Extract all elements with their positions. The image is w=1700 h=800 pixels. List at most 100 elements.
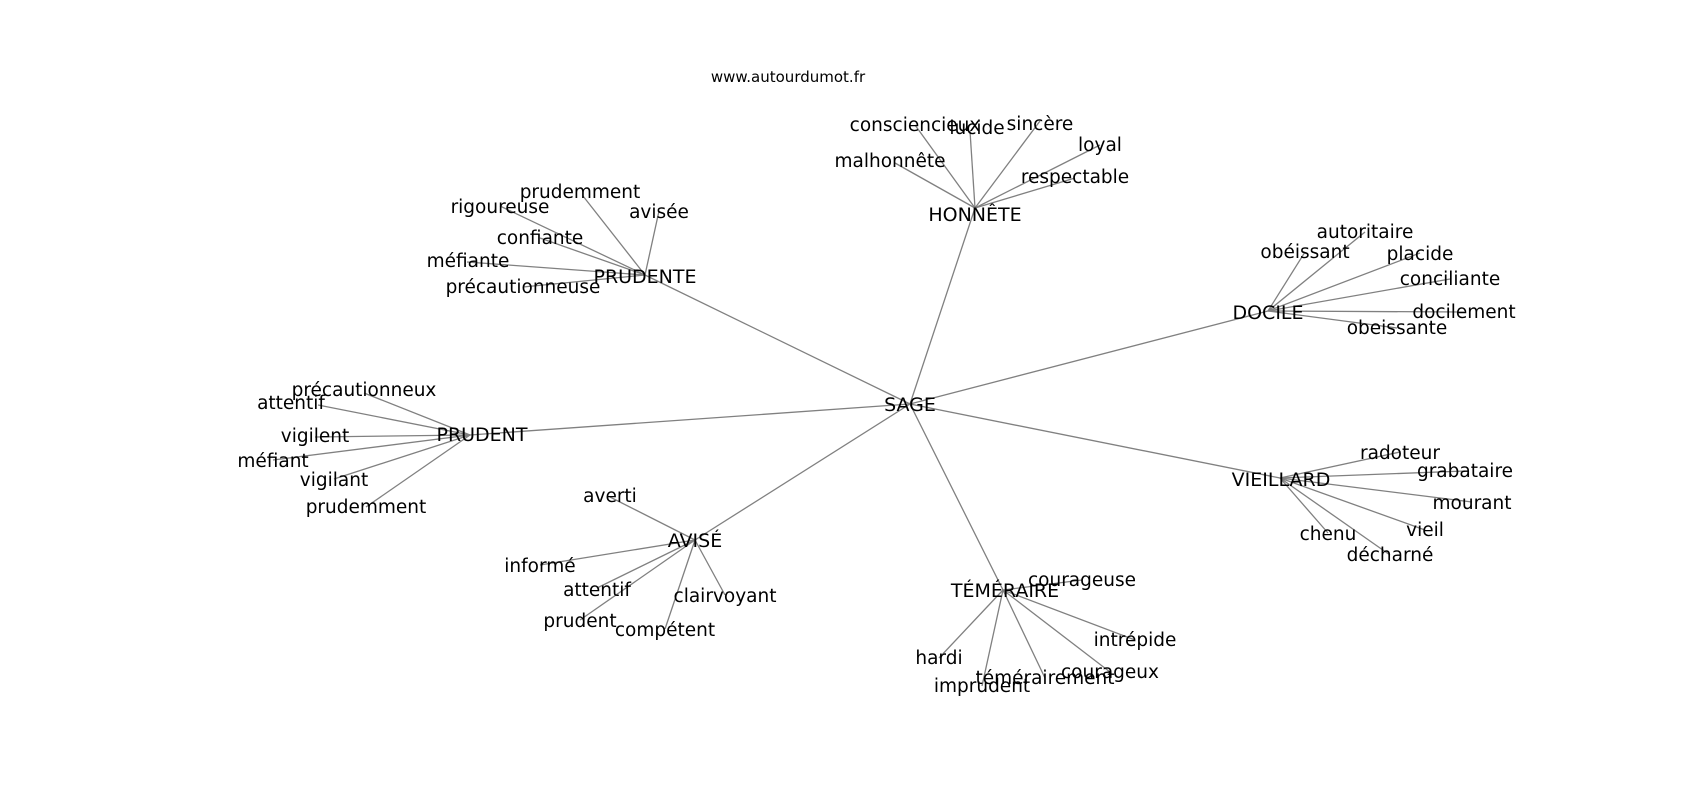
edge-hub-to-leaf — [499, 205, 646, 276]
edge-hub-to-leaf — [333, 434, 471, 480]
leaf-word: précautionneuse — [446, 277, 601, 298]
edge-hub-to-leaf — [914, 124, 976, 209]
edge-hub-to-leaf — [365, 434, 471, 508]
leaf-word: sincère — [1007, 114, 1074, 135]
leaf-word: placide — [1387, 244, 1454, 265]
leaf-word: autoritaire — [1317, 222, 1414, 243]
leaf-word: prudemment — [306, 497, 427, 518]
edge-center-to-hub — [909, 207, 976, 405]
source-label: www.autourdumot.fr — [711, 68, 866, 86]
edge-hub-to-leaf — [582, 195, 646, 276]
edge-hub-to-leaf — [894, 162, 976, 209]
leaf-word: méfiante — [427, 251, 510, 272]
leaf-word: radoteur — [1360, 443, 1440, 464]
edge-hub-to-leaf — [1279, 477, 1391, 556]
hub-word: TÉMÉRAIRE — [950, 579, 1059, 602]
edge-hub-to-leaf — [974, 120, 1041, 209]
leaf-word: clairvoyant — [674, 586, 777, 607]
edge-hub-to-leaf — [1267, 251, 1306, 312]
edge-center-to-hub — [644, 274, 911, 405]
edge-hub-to-leaf — [314, 434, 471, 438]
leaf-word: vieil — [1406, 520, 1444, 541]
edge-hub-to-leaf — [969, 130, 976, 209]
leaf-word: confiante — [497, 228, 584, 249]
edge-hub-to-leaf — [1002, 589, 1046, 679]
leaf-word: courageuse — [1028, 570, 1136, 591]
leaf-word: docilement — [1412, 302, 1515, 323]
edge-hub-to-leaf — [1267, 310, 1398, 329]
edge-hub-to-leaf — [1267, 231, 1366, 312]
edge-hub-to-leaf — [1267, 310, 1465, 313]
edge-hub-to-leaf — [1002, 589, 1136, 641]
edge-center-to-hub — [909, 403, 1004, 591]
leaf-word: imprudent — [934, 676, 1030, 697]
hub-word: DOCILE — [1232, 302, 1303, 324]
edge-hub-to-leaf — [317, 404, 471, 436]
leaf-word: attentif — [257, 393, 325, 414]
leaf-word: conciliante — [1400, 269, 1501, 290]
leaf-word: respectable — [1021, 167, 1129, 188]
leaf-word: malhonnête — [834, 151, 945, 172]
edge-hub-to-leaf — [974, 144, 1101, 209]
leaf-word: prudent — [543, 611, 616, 632]
edge-hub-to-leaf — [1279, 477, 1473, 503]
leaf-word: prudemment — [520, 182, 641, 203]
edge-center-to-hub — [909, 403, 1281, 479]
edge-hub-to-leaf — [1002, 579, 1083, 591]
leaf-word: avisée — [629, 202, 689, 223]
edge-hub-to-leaf — [664, 539, 696, 630]
edge-hub-to-leaf — [1279, 470, 1466, 479]
leaf-word: lucide — [949, 118, 1004, 139]
leaf-word: vigilent — [281, 426, 349, 447]
leaf-word: averti — [583, 486, 637, 507]
edge-hub-to-leaf — [609, 496, 696, 541]
edge-hub-to-leaf — [1279, 477, 1426, 531]
leaf-word: obéissant — [1260, 242, 1349, 263]
hub-word: HONNÊTE — [928, 203, 1021, 226]
leaf-word: consciencieux — [850, 115, 981, 136]
leaf-word: rigoureuse — [451, 197, 550, 218]
hub-word: PRUDENT — [436, 424, 527, 446]
leaf-word: mourant — [1433, 493, 1512, 514]
hub-word: PRUDENTE — [593, 266, 696, 288]
edge-hub-to-leaf — [596, 539, 696, 589]
edge-hub-to-leaf — [644, 210, 660, 276]
hub-word: VIEILLARD — [1232, 469, 1331, 491]
edge-hub-to-leaf — [539, 539, 696, 566]
edge-hub-to-leaf — [579, 539, 696, 621]
edge-hub-to-leaf — [272, 434, 471, 461]
edge-hub-to-leaf — [1267, 278, 1451, 312]
edge-hub-to-leaf — [466, 261, 646, 276]
leaf-word: informé — [504, 556, 575, 577]
edge-hub-to-leaf — [938, 589, 1004, 659]
leaf-word: méfiant — [237, 451, 308, 472]
leaf-word: compétent — [615, 620, 715, 641]
leaf-word: obeissante — [1347, 318, 1448, 339]
edge-hub-to-leaf — [1002, 589, 1111, 673]
leaf-word: témérairement — [975, 668, 1114, 689]
edge-hub-to-leaf — [522, 274, 646, 288]
edge-hub-to-leaf — [694, 539, 726, 596]
center-word: SAGE — [884, 394, 936, 416]
edge-hub-to-leaf — [981, 589, 1004, 687]
edge-hub-to-leaf — [1279, 451, 1401, 479]
leaf-word: intrépide — [1094, 630, 1177, 651]
edge-center-to-hub — [469, 403, 911, 436]
leaf-word: précautionneux — [292, 380, 437, 401]
leaf-word: hardi — [915, 648, 962, 669]
edge-center-to-hub — [694, 403, 911, 541]
leaf-word: décharné — [1347, 545, 1434, 566]
edge-hub-to-leaf — [539, 237, 646, 276]
leaf-word: vigilant — [300, 470, 368, 491]
leaf-word: grabataire — [1417, 461, 1513, 482]
leaf-word: attentif — [563, 580, 631, 601]
edge-hub-to-leaf — [1267, 252, 1421, 312]
leaf-word: courageux — [1061, 662, 1159, 683]
leaf-word: chenu — [1300, 524, 1357, 545]
edge-hub-to-leaf — [363, 392, 471, 436]
edge-center-to-hub — [909, 310, 1269, 405]
leaf-word: loyal — [1078, 135, 1122, 156]
edge-hub-to-leaf — [974, 177, 1076, 209]
